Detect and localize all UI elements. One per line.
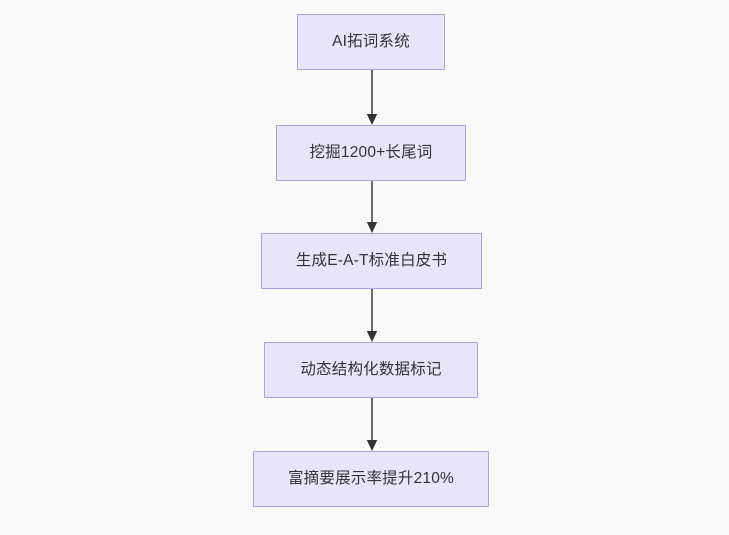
node-label: 挖掘1200+长尾词 bbox=[309, 144, 433, 162]
edge-n2-n3 bbox=[365, 181, 379, 233]
flowchart-node-ai-keyword-system[interactable]: AI拓词系统 bbox=[297, 14, 445, 70]
flowchart-node-rich-snippet-impression-uplift[interactable]: 富摘要展示率提升210% bbox=[253, 451, 489, 507]
flowchart-node-dynamic-structured-data-markup[interactable]: 动态结构化数据标记 bbox=[264, 342, 478, 398]
node-label: 生成E-A-T标准白皮书 bbox=[295, 252, 448, 270]
node-label: 富摘要展示率提升210% bbox=[287, 470, 455, 488]
edge-n4-n5 bbox=[365, 398, 379, 451]
flowchart-node-mine-longtail-keywords[interactable]: 挖掘1200+长尾词 bbox=[276, 125, 466, 181]
node-label: 动态结构化数据标记 bbox=[300, 361, 442, 379]
edge-n3-n4 bbox=[365, 289, 379, 342]
node-label: AI拓词系统 bbox=[332, 33, 410, 51]
edge-n1-n2 bbox=[365, 70, 379, 125]
flowchart-node-generate-eat-whitepaper[interactable]: 生成E-A-T标准白皮书 bbox=[261, 233, 482, 289]
